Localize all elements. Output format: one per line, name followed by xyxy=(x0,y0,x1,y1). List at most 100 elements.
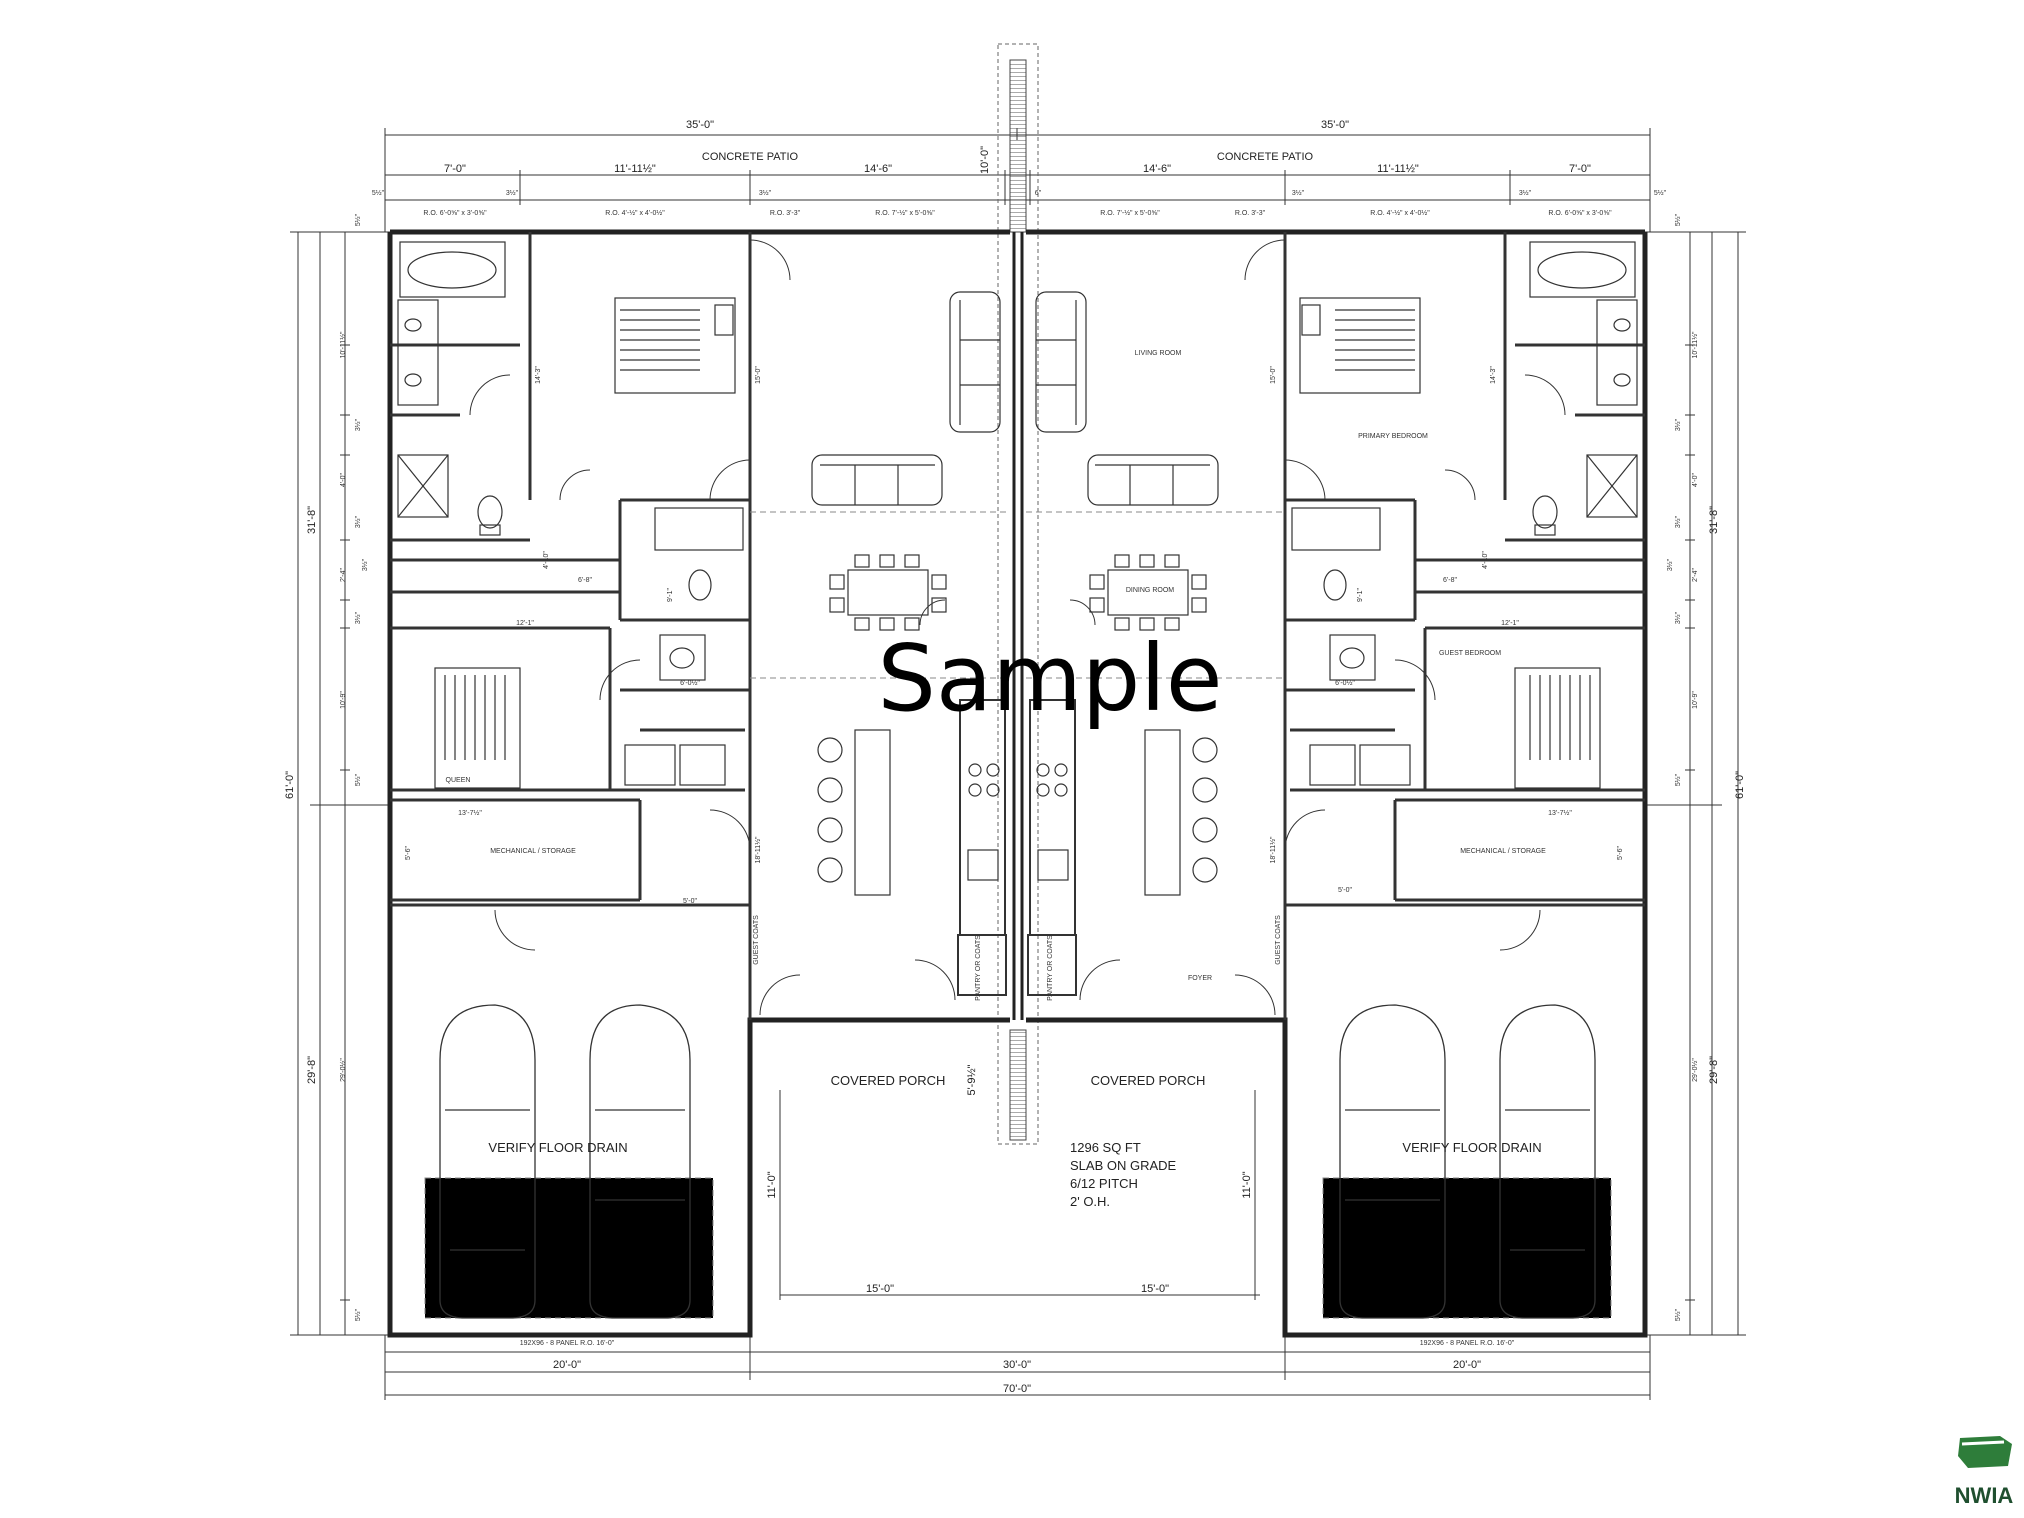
window-label-3: R.O. 3'-3" xyxy=(770,210,801,217)
label-patio-left: CONCRETE PATIO xyxy=(702,151,799,163)
dim-right-lower: 29'-8" xyxy=(1708,1056,1720,1084)
dim-mech-w-right: 13'-7½" xyxy=(1548,809,1572,817)
window-label-1: R.O. 6'-0⅝" x 3'-0⅝" xyxy=(423,210,487,217)
cars xyxy=(439,1004,1596,1319)
dim-top-left: 35'-0" xyxy=(686,119,714,131)
dim-top-seg-1: 7'-0" xyxy=(444,163,466,175)
construction-notes: 1296 SQ FT SLAB ON GRADE 6/12 PITCH 2' O… xyxy=(1070,1140,1177,1209)
dim-left-seg-9: 10'-9" xyxy=(340,691,347,709)
dim-right-seg-9: 10'-9" xyxy=(1692,691,1699,709)
dim-right-seg-2: 10'-11½" xyxy=(1691,331,1699,359)
note-overhang: 2' O.H. xyxy=(1070,1194,1110,1209)
dim-left-lower: 29'-8" xyxy=(306,1056,318,1084)
dim-right-seg-12: 5½" xyxy=(1674,1308,1682,1321)
label-queen: QUEEN xyxy=(446,777,471,784)
dim-top-small-4: 6" xyxy=(1035,190,1042,197)
dim-bath-d: 9'-1" xyxy=(667,588,674,602)
dim-right-seg-6: 3½" xyxy=(1666,558,1674,571)
dim-top-right: 35'-0" xyxy=(1321,119,1349,131)
dim-left-seg-8: 3½" xyxy=(354,611,362,624)
dim-right-seg-10: 5½" xyxy=(1674,773,1682,786)
window-label-6: R.O. 3'-3" xyxy=(1235,210,1266,217)
window-label-5: R.O. 7'-½" x 5'-0⅝" xyxy=(1100,209,1160,217)
garage-door-right: 192X96 - 8 PANEL R.O. 16'-0" xyxy=(1420,1340,1515,1347)
dim-porch-offset: 5'-9½" xyxy=(966,1064,978,1095)
window-label-2: R.O. 4'-½" x 4'-0½" xyxy=(605,209,665,217)
dim-garage-side: 5'-0" xyxy=(683,898,697,905)
note-area: 1296 SQ FT xyxy=(1070,1140,1141,1155)
window-label-4: R.O. 7'-½" x 5'-0⅝" xyxy=(875,209,935,217)
dim-right-upper: 31'-8" xyxy=(1708,506,1720,534)
dim-bath-w: 6'-0½" xyxy=(680,679,700,687)
dim-left-seg-10: 5½" xyxy=(354,773,362,786)
dim-hall-a-right: 6'-8" xyxy=(1443,577,1457,584)
dim-bottom-mid: 30'-0" xyxy=(1003,1359,1031,1371)
dim-bottom-total: 70'-0" xyxy=(1003,1383,1031,1395)
room-labels: CONCRETE PATIO CONCRETE PATIO LIVING ROO… xyxy=(446,151,1547,1155)
dim-left-seg-7: 2'-4" xyxy=(340,568,347,582)
dim-living-depth: 15'-0" xyxy=(755,366,762,384)
dim-left-seg-12: 5½" xyxy=(354,1308,362,1321)
dim-left-seg-6: 3½" xyxy=(361,558,369,571)
label-porch-right: COVERED PORCH xyxy=(1091,1073,1206,1088)
label-guest-coats-right: GUEST COATS xyxy=(1275,915,1282,965)
label-guest-bedroom: GUEST BEDROOM xyxy=(1439,650,1501,657)
label-patio-right: CONCRETE PATIO xyxy=(1217,151,1314,163)
dim-bath-d-right: 9'-1" xyxy=(1357,588,1364,602)
dim-guest-w-right: 12'-1" xyxy=(1501,620,1519,627)
dim-top-vertical: 10'-0" xyxy=(979,146,991,174)
dim-mech-d: 5'-6" xyxy=(405,846,412,860)
dim-kitchen-d-right: 18'-11½" xyxy=(1269,836,1277,864)
door-swings xyxy=(469,239,1566,1016)
dim-bottom-right: 20'-0" xyxy=(1453,1359,1481,1371)
dim-top-small-6: 3½" xyxy=(1519,189,1532,197)
dim-mech-w: 13'-7½" xyxy=(458,809,482,817)
dim-right-total: 61'-0" xyxy=(1734,771,1746,799)
dim-left-total: 61'-0" xyxy=(284,771,296,799)
segment-dimension-labels: 7'-0" 11'-11½" 14'-6" 14'-6" 11'-11½" 7'… xyxy=(339,163,1699,1321)
logo-text: NWIA xyxy=(1955,1483,2014,1508)
dim-right-seg-1: 5½" xyxy=(1674,213,1682,226)
dim-hall-b-right: 4'-10" xyxy=(1482,551,1489,569)
dim-top-seg-3: 14'-6" xyxy=(864,163,892,175)
window-label-8: R.O. 6'-0⅝" x 3'-0⅝" xyxy=(1548,210,1612,217)
dim-top-small-5: 3½" xyxy=(1292,189,1305,197)
dim-top-small-7: 5½" xyxy=(1654,189,1667,197)
dim-right-seg-8: 3½" xyxy=(1674,611,1682,624)
dimension-lines xyxy=(290,43,1746,1400)
label-porch-left: COVERED PORCH xyxy=(831,1073,946,1088)
dim-kitchen-d: 18'-11½" xyxy=(754,836,762,864)
label-pantry-right: PANTRY OR COATS xyxy=(1047,935,1054,1001)
dim-left-seg-5: 3½" xyxy=(354,515,362,528)
dim-left-seg-11: 29'-0½" xyxy=(339,1058,347,1082)
interior-dimension-labels: 14'-3" 14'-3" 15'-0" 15'-0" 6'-8" 6'-8" … xyxy=(405,366,1624,905)
dim-bath-w-right: 6'-0½" xyxy=(1335,679,1355,687)
dim-right-seg-3: 3½" xyxy=(1674,418,1682,431)
dim-hall-a: 6'-8" xyxy=(578,577,592,584)
dim-left-seg-4: 4'-0" xyxy=(340,473,347,487)
dim-left-upper: 31'-8" xyxy=(306,506,318,534)
label-mech-left: MECHANICAL / STORAGE xyxy=(490,848,576,855)
dim-top-seg-5: 11'-11½" xyxy=(1377,163,1419,175)
dim-right-seg-7: 2'-4" xyxy=(1692,568,1699,582)
label-floor-drain-left: VERIFY FLOOR DRAIN xyxy=(488,1140,627,1155)
dim-top-seg-4: 14'-6" xyxy=(1143,163,1171,175)
dim-bed-depth: 14'-3" xyxy=(535,366,542,384)
label-living-room: LIVING ROOM xyxy=(1135,350,1182,357)
dim-left-seg-2: 10'-11½" xyxy=(339,331,347,359)
dim-porch-depth-right: 11'-0" xyxy=(1241,1171,1253,1198)
dim-left-seg-1: 5½" xyxy=(354,213,362,226)
dim-porch-depth-left: 11'-0" xyxy=(766,1171,778,1198)
label-pantry-left: PANTRY OR COATS xyxy=(975,935,982,1001)
dim-top-small-2: 3½" xyxy=(506,189,519,197)
dim-hall-b: 4'-10" xyxy=(543,551,550,569)
interior-walls xyxy=(390,232,1645,1020)
overall-dimension-labels: 35'-0" 35'-0" 70'-0" 30'-0" 20'-0" 20'-0… xyxy=(284,119,1746,1395)
window-schedule-labels: R.O. 6'-0⅝" x 3'-0⅝" R.O. 4'-½" x 4'-0½"… xyxy=(423,209,1612,1347)
label-primary-bedroom: PRIMARY BEDROOM xyxy=(1358,433,1428,440)
label-mech-right: MECHANICAL / STORAGE xyxy=(1460,848,1546,855)
dim-bed-depth-right: 14'-3" xyxy=(1490,366,1497,384)
label-guest-coats-left: GUEST COATS xyxy=(753,915,760,965)
label-foyer: FOYER xyxy=(1188,975,1212,982)
dim-left-seg-3: 3½" xyxy=(354,418,362,431)
